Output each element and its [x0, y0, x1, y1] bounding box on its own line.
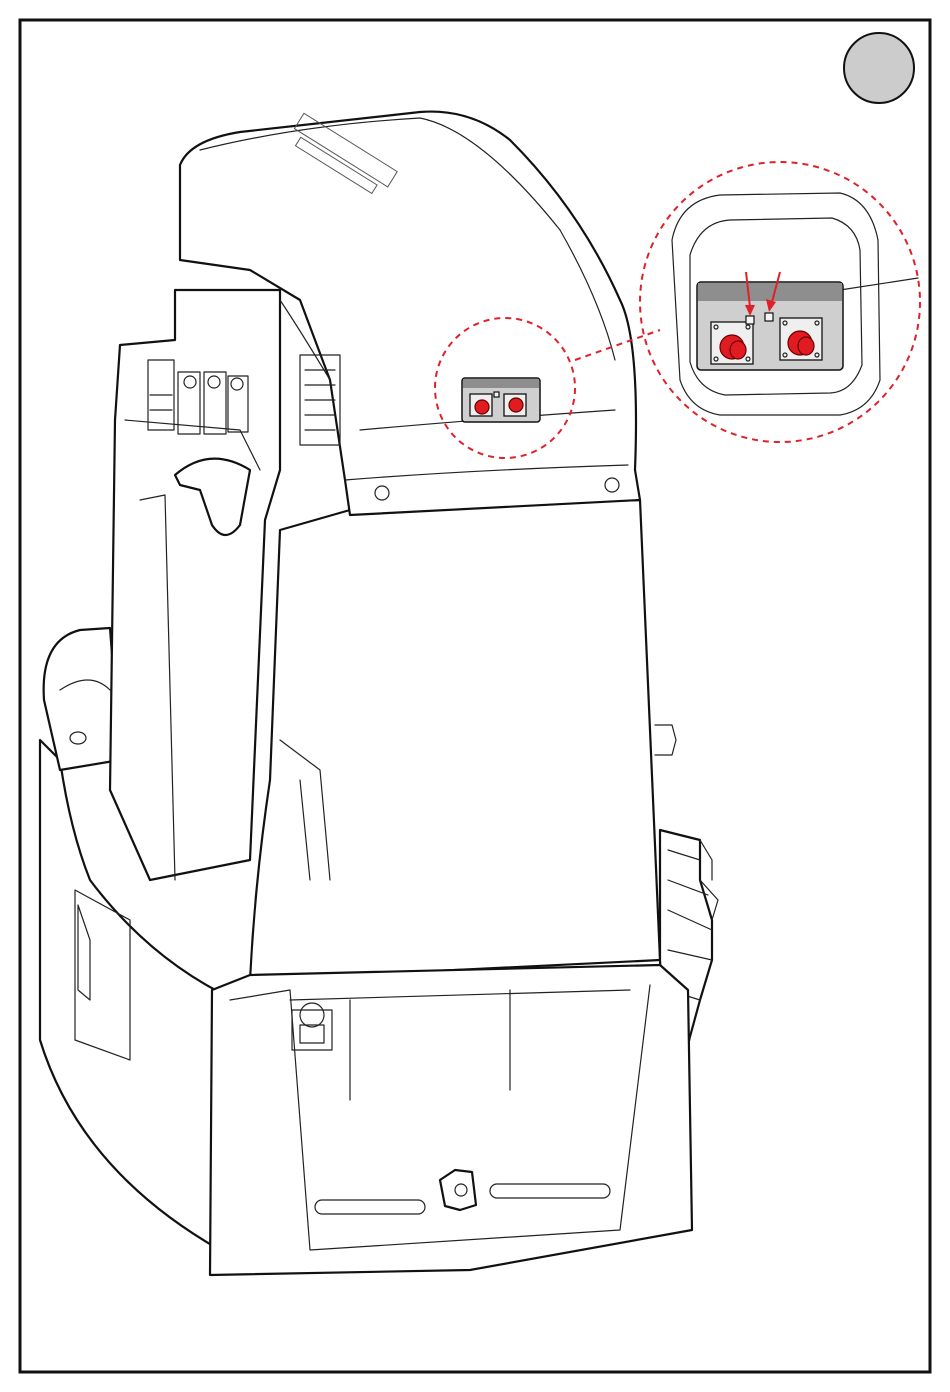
button-right[interactable] [780, 318, 822, 360]
gate-motor [40, 112, 718, 1275]
led-left [746, 316, 754, 324]
button-left[interactable] [711, 322, 753, 364]
step-badge [844, 33, 914, 103]
control-panel-small [462, 378, 540, 422]
shaft-stub [655, 725, 676, 755]
led-right [765, 313, 773, 321]
cable-clamp [440, 1170, 476, 1210]
gear-cover-left [44, 628, 120, 770]
control-panel-zoom [697, 282, 843, 370]
main-body [250, 500, 660, 980]
